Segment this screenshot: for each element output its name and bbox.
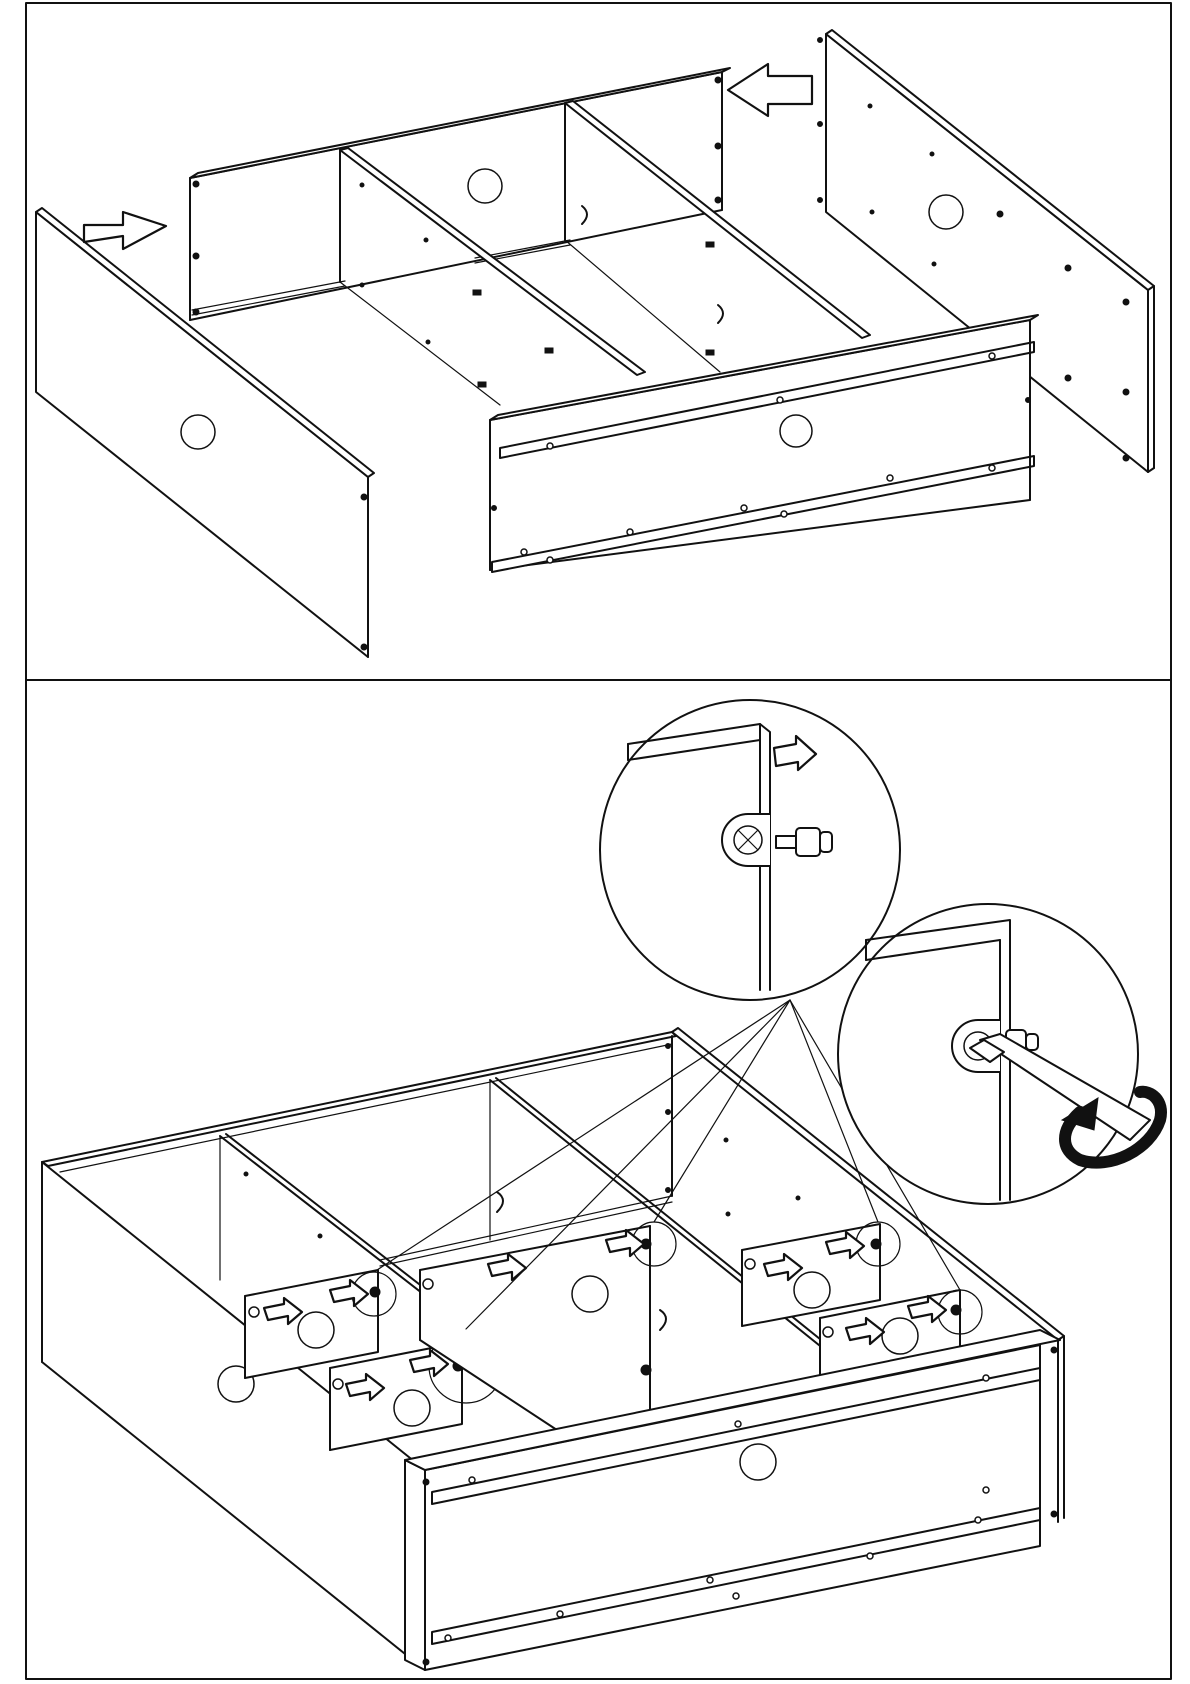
finger-hole-icon	[181, 415, 215, 449]
finger-hole-icon	[298, 1312, 334, 1348]
finger-hole-icon	[740, 1444, 776, 1480]
finger-hole-icon	[882, 1318, 918, 1354]
cam-lock-icon	[497, 1192, 503, 1212]
cam-lock-icon	[249, 1307, 259, 1317]
detail-callout-cam-dowel	[600, 700, 900, 1000]
cam-lock-icon	[823, 1327, 833, 1337]
finger-hole-icon	[394, 1390, 430, 1426]
cam-lock-icon	[423, 1279, 433, 1289]
cam-lock-icon	[660, 1310, 666, 1330]
step-b-panel	[42, 700, 1161, 1670]
detail-callout-screwdriver	[838, 904, 1161, 1204]
push-arrow-icon	[84, 212, 166, 249]
finger-hole-icon	[468, 169, 502, 203]
front-panel	[490, 315, 1038, 572]
finger-hole-icon	[794, 1272, 830, 1308]
push-arrow-icon	[728, 64, 812, 116]
carcass-body	[190, 68, 870, 405]
cam-lock-icon	[745, 1259, 755, 1269]
cam-lock-icon	[718, 305, 723, 323]
step-a-panel	[36, 30, 1154, 657]
cam-lock-icon	[333, 1379, 343, 1389]
finger-hole-icon	[929, 195, 963, 229]
finger-hole-icon	[572, 1276, 608, 1312]
finger-hole-icon	[780, 415, 812, 447]
